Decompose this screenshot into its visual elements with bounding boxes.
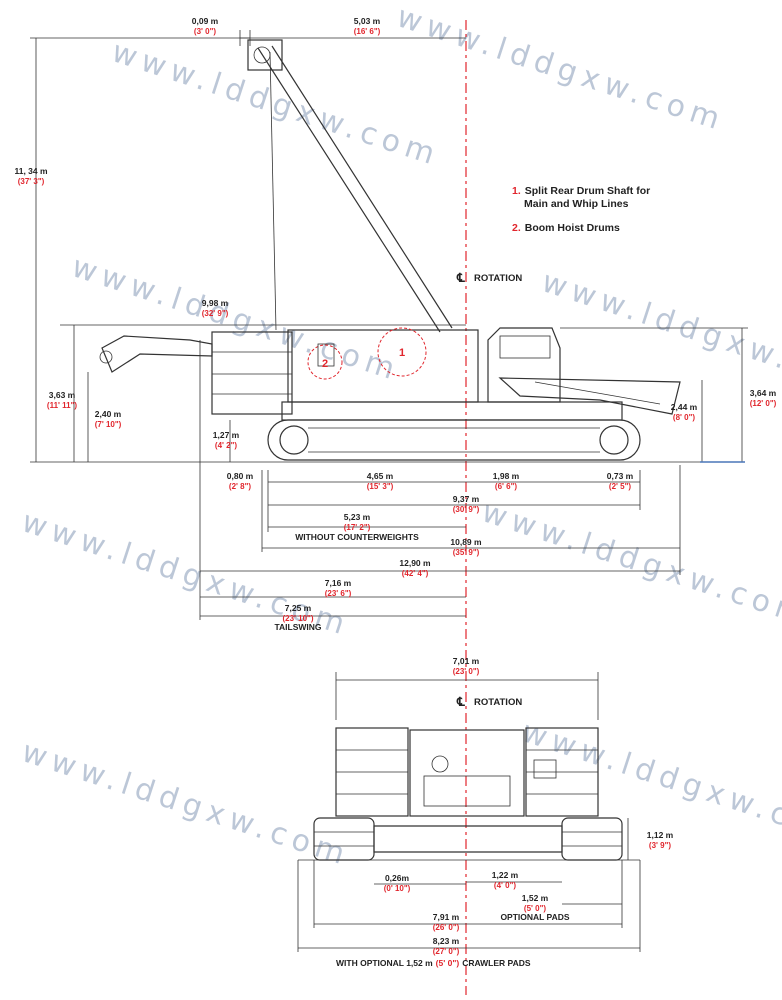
drum-2-label: 2 [322, 358, 328, 370]
opt-pad-metric: 1,52 m [522, 893, 549, 903]
front-over-imperial: (2' 8") [229, 482, 251, 491]
width-metric: 7,01 m [453, 656, 480, 666]
cw-height-metric: 2,44 m [671, 402, 698, 412]
legend-item-1-line2: Main and Whip Lines [524, 198, 629, 210]
hook-height-imperial: (7' 10") [95, 420, 122, 429]
total-length-metric: 10,89 m [450, 537, 482, 547]
top-offset-metric: 0,09 m [192, 16, 219, 26]
body-height-metric: 3,63 m [49, 390, 76, 400]
pad-height-imperial: (3' 9") [649, 841, 671, 850]
watermark-2: www.lddgxw.com [108, 34, 445, 173]
total-length-imperial: (35' 9") [453, 548, 480, 557]
top-offset-imperial: (3' 0") [194, 27, 216, 36]
front-reach-metric: 9,98 m [202, 298, 229, 308]
legend-item-2: 2.Boom Hoist Drums [512, 222, 620, 234]
clearance-imperial: (0' 10") [384, 884, 411, 893]
center-rear-imperial: (6' 6") [495, 482, 517, 491]
total-width-imperial: (27' 0") [433, 947, 460, 956]
track-width-metric: 1,22 m [492, 870, 519, 880]
front-dimension-lines [297, 672, 641, 952]
drum-1-marker [377, 327, 427, 377]
rotation-front: ℄ ROTATION [456, 695, 522, 709]
side-view-machine: 1 2 [30, 39, 745, 463]
rotation-label-side: ROTATION [474, 273, 522, 284]
track-height-imperial: (4' 2") [215, 441, 237, 450]
cab-height-imperial: (12' 0") [750, 399, 777, 408]
side-dimension-lines [30, 30, 748, 620]
without-cw-metric: 5,23 m [344, 512, 371, 522]
rear-over-imperial: (2' 5") [609, 482, 631, 491]
tailswing-metric: 7,25 m [285, 603, 312, 613]
centerline-symbol-front: ℄ [456, 695, 465, 709]
rotation-side: ℄ ROTATION [456, 271, 522, 285]
footer-note: WITH OPTIONAL 1,52 m(5' 0")CRAWLER PADS [336, 958, 531, 968]
watermark-7: www.lddgxw.com [18, 734, 355, 873]
centerline-symbol-side: ℄ [456, 271, 465, 285]
opt-pad-imperial: (5' 0") [524, 904, 546, 913]
front-view-machine [313, 727, 623, 861]
cw-height-imperial: (8' 0") [673, 413, 695, 422]
radius-metric: 7,16 m [325, 578, 352, 588]
top-span-imperial: (16' 6") [354, 27, 381, 36]
height-imperial: (37' 3") [18, 177, 45, 186]
pad-height-metric: 1,12 m [647, 830, 674, 840]
height-metric: 11, 34 m [14, 166, 48, 176]
without-cw-label: WITHOUT COUNTERWEIGHTS [295, 532, 419, 542]
radius-imperial: (23' 6") [325, 589, 352, 598]
tailswing-label: TAILSWING [274, 622, 321, 632]
without-cw-imperial: (17' 2") [344, 523, 371, 532]
watermark-1: www.lddgxw.com [393, 0, 730, 139]
to-center-imperial: (15' 3") [367, 482, 394, 491]
legend: 1.Split Rear Drum Shaft for Main and Whi… [512, 185, 650, 234]
drum-2-marker [307, 344, 343, 380]
track-width-imperial: (4' 0") [494, 881, 516, 890]
watermark-4: www.lddgxw.com [538, 264, 782, 403]
cab-height-metric: 3,64 m [750, 388, 777, 398]
legend-item-1: 1.Split Rear Drum Shaft for [512, 185, 650, 197]
track-length-metric: 9,37 m [453, 494, 480, 504]
front-reach-imperial: (32' 9") [202, 309, 229, 318]
gauge-imperial: (26' 0") [433, 923, 460, 932]
gauge-metric: 7,91 m [433, 912, 460, 922]
rotation-label-front: ROTATION [474, 697, 522, 708]
center-rear-metric: 1,98 m [493, 471, 520, 481]
front-over-metric: 0,80 m [227, 471, 254, 481]
watermark-layer: www.lddgxw.com www.lddgxw.com www.lddgxw… [18, 0, 782, 874]
tailswing-imperial: (23' 10") [282, 614, 313, 623]
to-center-metric: 4,65 m [367, 471, 394, 481]
top-span-metric: 5,03 m [354, 16, 381, 26]
clearance-metric: 0,26m [385, 873, 410, 883]
overall-metric: 12,90 m [399, 558, 431, 568]
front-dimension-labels: 7,01 m (23' 0") 1,12 m (3' 9") 0,26m (0'… [336, 656, 674, 968]
rear-over-metric: 0,73 m [607, 471, 634, 481]
total-width-metric: 8,23 m [433, 936, 460, 946]
track-height-metric: 1,27 m [213, 430, 240, 440]
watermark-6: www.lddgxw.com [478, 494, 782, 633]
overall-imperial: (42' 4") [402, 569, 429, 578]
opt-pad-label: OPTIONAL PADS [500, 912, 569, 922]
side-dimension-labels: 0,09 m (3' 0") 5,03 m (16' 6") 11, 34 m … [14, 16, 776, 632]
track-length-imperial: (30' 9") [453, 505, 480, 514]
body-height-imperial: (11' 11") [47, 401, 77, 410]
drum-1-label: 1 [399, 347, 405, 359]
hook-height-metric: 2,40 m [95, 409, 122, 419]
width-imperial: (23' 0") [453, 667, 480, 676]
